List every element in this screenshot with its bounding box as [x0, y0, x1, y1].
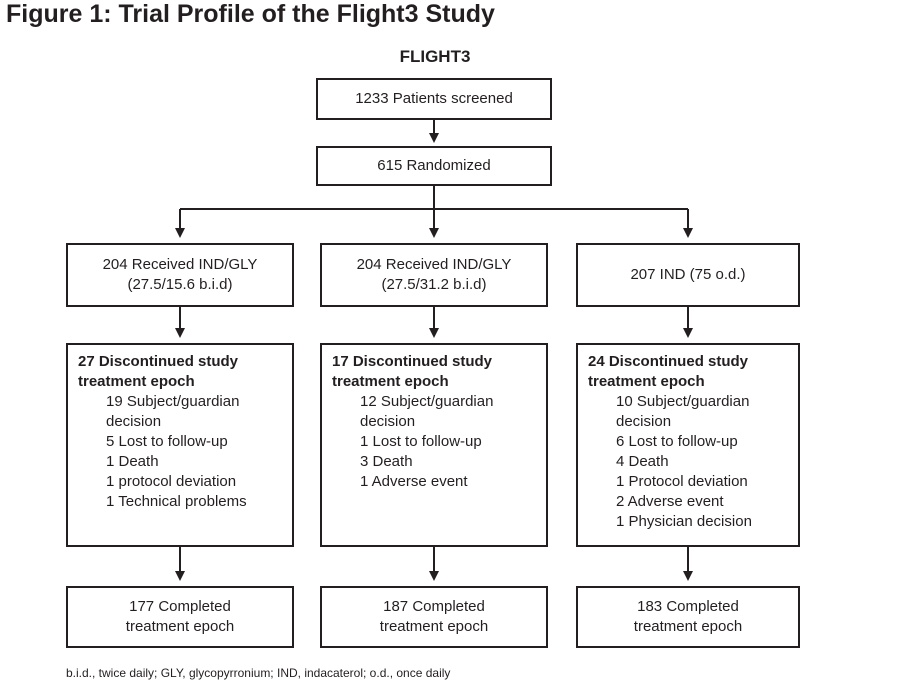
arm-2-received-box: 204 Received IND/GLY (27.5/31.2 b.i.d) — [320, 243, 548, 307]
completed-line: 183 Completed — [637, 598, 739, 615]
discontinuation-reason: 10 Subject/guardian — [616, 393, 750, 410]
discontinuation-reason: 1 Protocol deviation — [616, 473, 748, 490]
completed-line: 187 Completed — [383, 598, 485, 615]
screened-box: 1233 Patients screened — [316, 78, 552, 120]
screened-text: 1233 Patients screened — [355, 90, 513, 107]
randomized-box: 615 Randomized — [316, 146, 552, 186]
completed-line: treatment epoch — [633, 618, 743, 635]
discontinuation-reason: 1 Death — [106, 453, 159, 470]
arm-3-received-box: 207 IND (75 o.d.) — [576, 243, 800, 307]
completed-line: treatment epoch — [379, 618, 489, 635]
discontinuation-reason: decision — [360, 413, 416, 430]
received-line: 207 IND (75 o.d.) — [630, 266, 746, 283]
discontinuation-reason: 4 Death — [616, 453, 669, 470]
discontinuation-reason: decision — [106, 413, 162, 430]
discontinuation-reason: 5 Lost to follow-up — [106, 433, 228, 450]
received-line: 204 Received IND/GLY — [356, 256, 512, 273]
discontinuation-reason: 6 Lost to follow-up — [616, 433, 738, 450]
discontinuation-reason: 1 Technical problems — [106, 493, 247, 510]
discontinuation-reason: decision — [616, 413, 672, 430]
discontinuation-reason: 12 Subject/guardian — [360, 393, 494, 410]
discontinued-header: treatment epoch — [588, 373, 705, 390]
arm-1-completed-box: 177 Completed treatment epoch — [66, 586, 294, 648]
figure-title: Figure 1: Trial Profile of the Flight3 S… — [6, 0, 495, 28]
discontinuation-reason: 1 Physician decision — [616, 513, 752, 530]
completed-line: treatment epoch — [125, 618, 235, 635]
discontinuation-reason: 19 Subject/guardian — [106, 393, 240, 410]
randomized-text: 615 Randomized — [377, 157, 491, 174]
discontinuation-reason: 1 Adverse event — [360, 473, 468, 490]
study-title: FLIGHT3 — [399, 47, 471, 66]
discontinuation-reason: 2 Adverse event — [616, 493, 724, 510]
discontinued-header: 27 Discontinued study — [78, 353, 239, 370]
discontinued-header: treatment epoch — [332, 373, 449, 390]
footnote: b.i.d., twice daily; GLY, glycopyrronium… — [66, 666, 451, 680]
completed-line: 177 Completed — [129, 598, 231, 615]
discontinued-header: treatment epoch — [78, 373, 195, 390]
discontinuation-reason: 1 Lost to follow-up — [360, 433, 482, 450]
received-line: 204 Received IND/GLY — [102, 256, 258, 273]
discontinuation-reason: 1 protocol deviation — [106, 473, 237, 490]
arm-2-discontinued-box: 17 Discontinued study treatment epoch 12… — [320, 343, 548, 547]
arm-1-discontinued-box: 27 Discontinued study treatment epoch 19… — [66, 343, 294, 547]
received-line: (27.5/31.2 b.i.d) — [381, 276, 487, 293]
arm-3-discontinued-box: 24 Discontinued study treatment epoch 10… — [576, 343, 800, 547]
arm-2-completed-box: 187 Completed treatment epoch — [320, 586, 548, 648]
arm-3-completed-box: 183 Completed treatment epoch — [576, 586, 800, 648]
discontinuation-reason: 3 Death — [360, 453, 413, 470]
received-line: (27.5/15.6 b.i.d) — [127, 276, 233, 293]
discontinued-header: 17 Discontinued study — [332, 353, 493, 370]
discontinued-header: 24 Discontinued study — [588, 353, 749, 370]
arm-1-received-box: 204 Received IND/GLY (27.5/15.6 b.i.d) — [66, 243, 294, 307]
